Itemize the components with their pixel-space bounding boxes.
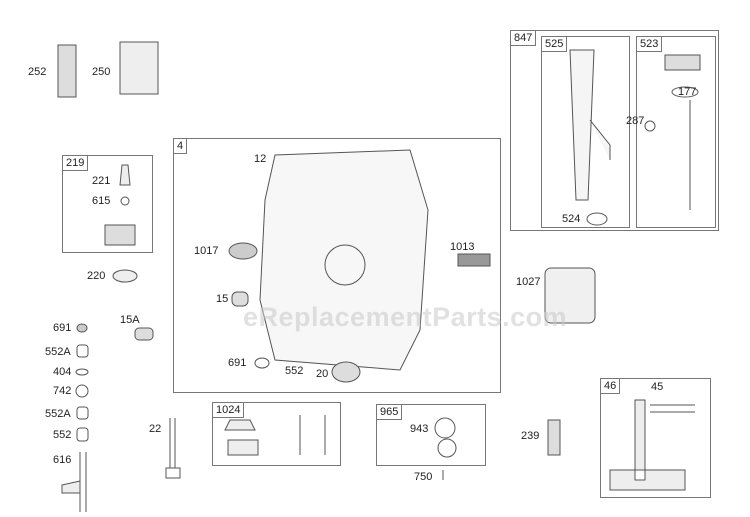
group-tag: 219 [62,155,89,171]
group-tag: 525 [541,36,568,52]
group-box-4: 4 [173,138,501,393]
part-742-icon [75,384,89,398]
part-552-icon [76,427,89,442]
part-552A-icon [76,344,89,358]
part-524-icon [586,212,608,226]
part-label-691[interactable]: 691 [53,322,72,334]
part-616-icon [61,452,87,512]
part-label-552[interactable]: 552 [53,429,72,441]
part-label-1013[interactable]: 1013 [450,241,475,253]
part-label-616[interactable]: 616 [53,454,72,466]
group-box-965: 965 [376,404,486,466]
part-691-icon [76,323,88,333]
part-label-239[interactable]: 239 [521,430,540,442]
part-15-icon [231,291,249,307]
part-1024-icon [224,415,326,456]
part-239-icon [547,419,561,456]
part-label-15A[interactable]: 15A [120,314,140,326]
part-287-icon [644,120,656,132]
part-label-15[interactable]: 15 [216,293,229,305]
part-552A-icon [76,406,89,420]
part-label-552A[interactable]: 552A [45,346,71,358]
part-15A-icon [134,327,154,341]
part-label-615[interactable]: 615 [92,195,111,207]
part-1013-icon [457,253,491,267]
part-220-icon [112,269,138,283]
group-tag: 1024 [212,402,245,418]
part-label-287[interactable]: 287 [626,115,645,127]
part-label-691[interactable]: 691 [228,357,247,369]
part-523-icon [664,54,701,210]
part-1027-icon [544,267,596,324]
watermark: eReplacementParts.com [243,302,568,332]
part-label-552A[interactable]: 552A [45,408,71,420]
part-label-1017[interactable]: 1017 [194,245,219,257]
part-221-icon [119,164,131,186]
crankcase-icon [259,149,429,371]
part-label-220[interactable]: 220 [87,270,106,282]
part-22-icon [165,418,181,479]
group-tag: 523 [636,36,663,52]
group-box-523: 523 [636,36,716,228]
part-250-icon [119,41,159,95]
part-label-1027[interactable]: 1027 [516,276,541,288]
part-label-742[interactable]: 742 [53,385,72,397]
group-tag: 4 [173,138,188,154]
part-45-icon [650,404,695,413]
part-label-221[interactable]: 221 [92,175,111,187]
group-tag: 847 [510,30,537,46]
part-252-icon [57,44,77,98]
part-691b-icon [254,357,270,369]
group-box-46: 46 [600,378,711,498]
part-943-icon [434,417,456,439]
part-525-icon [569,49,611,201]
part-label-12[interactable]: 12 [254,153,267,165]
part-1017-icon [228,242,258,260]
part-label-20[interactable]: 20 [316,368,329,380]
part-404-icon [75,368,89,376]
part-label-524[interactable]: 524 [562,213,581,225]
group-tag: 46 [600,378,621,394]
group-box-219: 219 [62,155,153,253]
part-label-943[interactable]: 943 [410,423,429,435]
part-46-camshaft-icon [609,399,686,491]
part-219-gear-icon [104,224,136,246]
part-label-552[interactable]: 552 [285,365,304,377]
part-label-252[interactable]: 252 [28,66,47,78]
part-615-icon [120,196,130,206]
part-label-22[interactable]: 22 [149,423,162,435]
part-label-45[interactable]: 45 [651,381,664,393]
group-box-847: 847 [510,30,719,231]
part-20-icon [331,361,361,383]
group-box-1024: 1024 [212,402,341,466]
part-label-750[interactable]: 750 [414,471,433,483]
group-box-525: 525 [541,36,630,228]
part-label-404[interactable]: 404 [53,366,72,378]
group-tag: 965 [376,404,403,420]
part-label-177[interactable]: 177 [678,86,697,98]
part-label-250[interactable]: 250 [92,66,111,78]
